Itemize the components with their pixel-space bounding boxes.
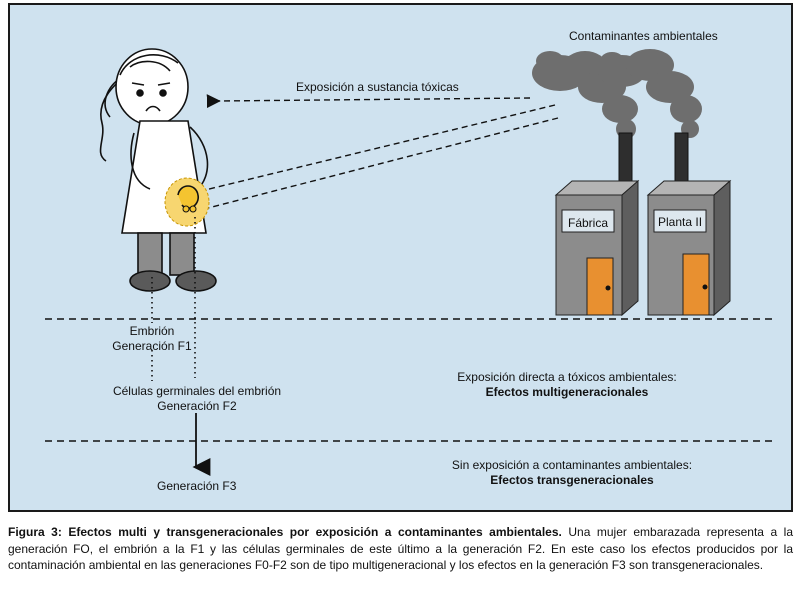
figure-panel: Contaminantes ambientales Exposición a s… (8, 3, 793, 512)
plant-door (682, 253, 710, 316)
germ-line2: Generación F2 (157, 399, 237, 413)
germ-cells-label: Células germinales del embrión Generació… (102, 384, 292, 414)
noexp-line1: Sin exposición a contaminantes ambiental… (451, 458, 693, 472)
no-exposure-label: Sin exposición a contaminantes ambiental… (442, 458, 702, 488)
plant-building (646, 179, 732, 317)
exposure-line-2 (207, 117, 559, 209)
exposure-line-1 (204, 104, 556, 191)
direct-line1: Exposición directa a tóxicos ambientales… (457, 370, 677, 384)
embryo-line1: Embrión (129, 324, 175, 338)
f3-label: Generación F3 (157, 479, 237, 493)
direct-line2: Efectos multigeneracionales (485, 385, 649, 399)
pollutants-label: Contaminantes ambientales (569, 29, 718, 43)
germ-line1: Células germinales del embrión (112, 384, 282, 398)
caption-body: Una mujer embarazada representa a la gen… (8, 525, 793, 572)
noexp-line2: Efectos transgeneracionales (490, 473, 654, 487)
exposure-arrow (206, 94, 531, 109)
plant-label: Planta II (658, 215, 703, 229)
caption-figure-label: Figura 3 (8, 525, 58, 539)
embryo-icon (164, 177, 210, 227)
figure-caption: Figura 3: Efectos multi y transgeneracio… (8, 524, 793, 574)
pregnant-woman-figure (99, 48, 217, 292)
caption-title: : Efectos multi y transgeneracionales po… (57, 525, 562, 539)
exposure-label: Exposición a sustancia tóxicas (296, 80, 459, 94)
chimney-right (674, 132, 689, 186)
diagram-canvas (45, 48, 775, 476)
embryo-label: Embrión Generación F1 (92, 324, 212, 354)
smoke-cloud-left (532, 51, 638, 139)
factory-label: Fábrica (568, 216, 609, 230)
factory-building (554, 179, 640, 317)
embryo-line2: Generación F1 (112, 339, 192, 353)
direct-exposure-label: Exposición directa a tóxicos ambientales… (442, 370, 692, 400)
chimney-left (618, 132, 633, 186)
